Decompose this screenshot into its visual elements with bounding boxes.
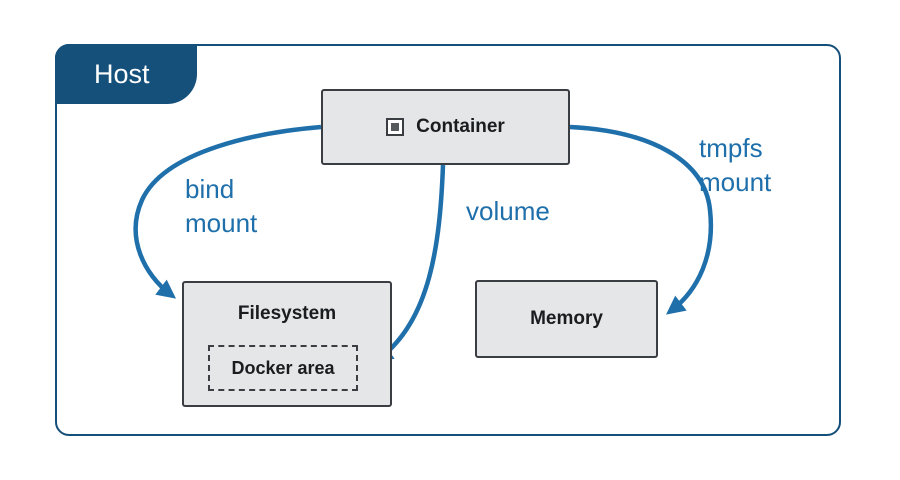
bind-mount-arrow [133,124,322,299]
tmpfs-mount-label: tmpfs mount [699,131,771,199]
tmpfs-mount-label-line1: tmpfs [699,133,763,163]
host-label: Host [55,44,197,104]
tmpfs-mount-arrow [569,124,714,315]
memory-label: Memory [530,308,603,329]
container-label: Container [416,116,505,137]
container-icon [386,118,405,136]
bind-mount-label-line2: mount [185,208,258,238]
volume-arrow [373,164,446,363]
tmpfs-mount-label-line2: mount [699,167,772,197]
filesystem-box: Filesystem Docker area [182,281,392,407]
memory-box: Memory [475,280,658,358]
bind-mount-label: bind mount [185,172,257,240]
container-box: Container [321,89,570,165]
docker-area: Docker area [208,345,358,391]
volume-label: volume [466,196,550,226]
filesystem-label: Filesystem [237,303,337,324]
bind-mount-label-line1: bind [185,174,235,204]
